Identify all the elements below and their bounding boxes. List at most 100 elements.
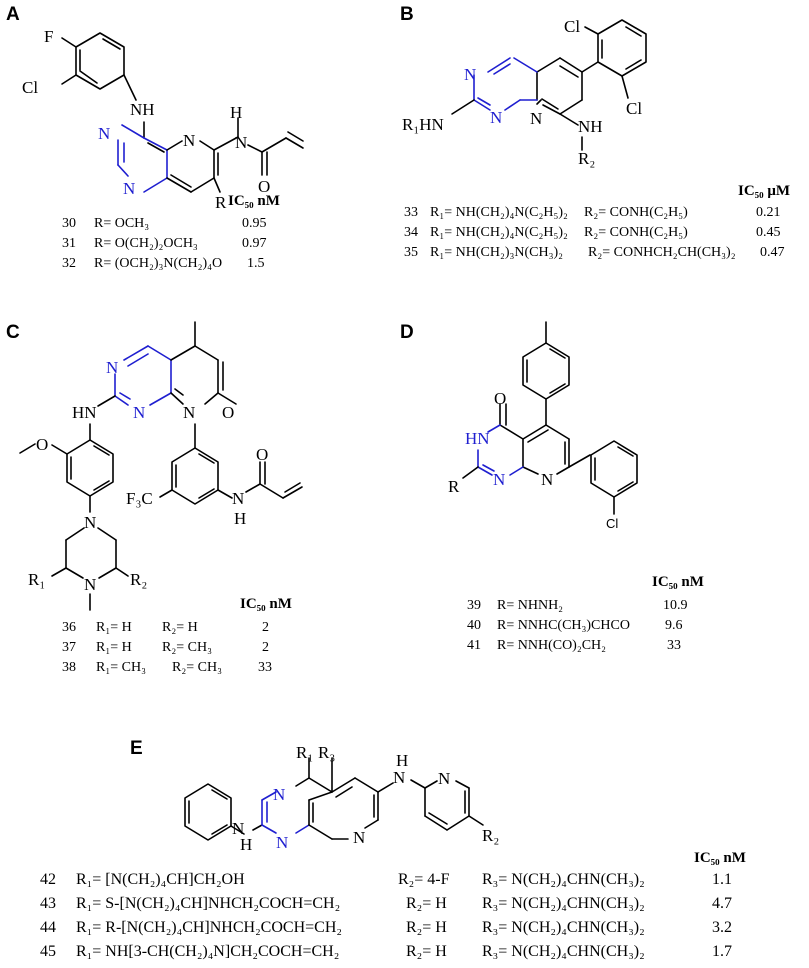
ic50-header-e: IC₅₀ nM	[694, 850, 746, 866]
compound-number: 40	[467, 618, 481, 633]
atom-n-pip2: N	[84, 575, 96, 594]
ic50-header-b: IC₅₀ μM	[738, 183, 791, 199]
substituent-r2: R₂= H	[406, 895, 447, 912]
atom-r-d: R	[448, 477, 460, 496]
atom-o-amide-c: O	[256, 445, 268, 464]
atom-n-e2: N	[276, 833, 288, 852]
atom-n-amide-c: N	[232, 489, 244, 508]
compound-number: 41	[467, 638, 481, 653]
compound-number: 30	[62, 216, 76, 231]
substituent-r1: R₁= NH[3-CH(CH₂)₄N]CH₂COCH=CH₂	[76, 943, 340, 960]
ic50-value: 2	[262, 640, 269, 655]
atom-o-a: O	[258, 177, 270, 196]
substituent-r1: R₁= CH₃	[96, 660, 146, 675]
atom-n-amide-a: N	[235, 133, 247, 152]
ic50-value: 4.7	[712, 895, 732, 912]
atom-n-b2: N	[490, 108, 502, 127]
atom-hn-d: HN	[465, 429, 490, 448]
substituent-r2: R₂= CH₃	[172, 660, 222, 675]
atom-n-e4: N	[438, 769, 450, 788]
substituent-r1: R₁= NH(CH₂)₃N(CH₃)₂	[430, 245, 564, 260]
substituent-r: R= NNH(CO)₂CH₂	[497, 638, 607, 653]
compound-number: 33	[404, 205, 418, 220]
substituent-r3: R₃= N(CH₂)₄CHN(CH₃)₂	[482, 919, 645, 936]
substituent-r: R= (OCH₂)₃N(CH₂)₄O	[94, 256, 223, 271]
compound-number: 31	[62, 236, 76, 251]
atom-r1-e: R₁	[296, 743, 313, 762]
ic50-value: 1.5	[247, 256, 265, 271]
atom-n-pyr1: N	[98, 124, 110, 143]
atom-n-b3: N	[530, 109, 542, 128]
compound-number: 38	[62, 660, 76, 675]
substituent-r1: R₁= H	[96, 620, 132, 635]
substituent-r2: R₂= CONHCH₂CH(CH₃)₂	[588, 245, 736, 260]
substituent-r1: R₁= NH(CH₂)₄N(C₂H₅)₂	[430, 205, 568, 220]
atom-o-c: O	[222, 403, 234, 422]
substituent-r2: R₂= CH₃	[162, 640, 212, 655]
substituent-r: R= O(CH₂)₂OCH₃	[94, 236, 198, 251]
atom-r3-e: R₃	[318, 743, 335, 762]
substituent-r1: R₁= H	[96, 640, 132, 655]
panel-label-b: B	[400, 4, 414, 25]
compound-number: 37	[62, 640, 76, 655]
atom-n-pip1: N	[84, 513, 96, 532]
atom-n-c2: N	[133, 403, 145, 422]
atom-n-e1: N	[273, 785, 285, 804]
ic50-value: 0.21	[756, 205, 781, 220]
substituent-r: R= NNHC(CH₃)CHCO	[497, 618, 630, 633]
substituent-r1: R₁= S-[N(CH₂)₄CH]NHCH₂COCH=CH₂	[76, 895, 341, 912]
atom-r2-b: R₂	[578, 149, 595, 168]
ic50-value: 0.95	[242, 216, 267, 231]
panel-label-d: D	[400, 322, 414, 343]
substituent-r2: R₂= H	[406, 919, 447, 936]
substituent-r2: R₂= 4-F	[398, 871, 450, 888]
substituent-r3: R₃= N(CH₂)₄CHN(CH₃)₂	[482, 895, 645, 912]
atom-h-e: H	[240, 835, 252, 854]
atom-n-e-amine: N	[393, 768, 405, 787]
atom-cl-b1: Cl	[564, 17, 580, 36]
atom-r1hn-b: R₁HN	[402, 115, 444, 134]
substituent-r3: R₃= N(CH₂)₄CHN(CH₃)₂	[482, 871, 645, 888]
atom-cl-b2: Cl	[626, 99, 642, 118]
atom-h-e2: H	[396, 751, 408, 770]
ic50-header-c: IC₅₀ nM	[240, 596, 292, 612]
substituent-r2: R₂= CONH(C₂H₅)	[584, 225, 688, 240]
atom-hn-c: HN	[72, 403, 97, 422]
substituent-r1: R₁= NH(CH₂)₄N(C₂H₅)₂	[430, 225, 568, 240]
atom-o-d: O	[494, 389, 506, 408]
panel-label-e: E	[130, 738, 143, 759]
compound-number: 44	[40, 919, 56, 936]
ic50-value: 9.6	[665, 618, 683, 633]
compound-number: 45	[40, 943, 56, 960]
atom-n-pyr2: N	[123, 179, 135, 198]
atom-n-c1: N	[106, 358, 118, 377]
compound-number: 42	[40, 871, 56, 888]
ic50-header-a: IC₅₀ nM	[228, 193, 280, 209]
ic50-value: 0.45	[756, 225, 781, 240]
substituent-r3: R₃= N(CH₂)₄CHN(CH₃)₂	[482, 943, 645, 960]
ic50-value: 33	[667, 638, 681, 653]
atom-h-a: H	[230, 103, 242, 122]
panel-label-c: C	[6, 322, 20, 343]
ic50-value: 2	[262, 620, 269, 635]
atom-f: F	[44, 27, 53, 46]
ic50-value: 1.1	[712, 871, 732, 888]
atom-cl-d: Cl	[606, 516, 618, 531]
atom-n-d2: N	[493, 470, 505, 489]
substituent-r1: R₁= [N(CH₂)₄CH]CH₂OH	[76, 871, 245, 888]
atom-r1-c: R₁	[28, 570, 45, 589]
atom-r2-e: R₂	[482, 826, 499, 845]
atom-o-methoxy: O	[36, 435, 48, 454]
compound-number: 32	[62, 256, 76, 271]
ic50-value: 0.97	[242, 236, 267, 251]
substituent-r2: R₂= H	[162, 620, 198, 635]
atom-n-e3: N	[353, 828, 365, 847]
atom-nh-b: NH	[578, 117, 603, 136]
compound-number: 34	[404, 225, 418, 240]
atom-f3c: F₃C	[126, 489, 153, 508]
